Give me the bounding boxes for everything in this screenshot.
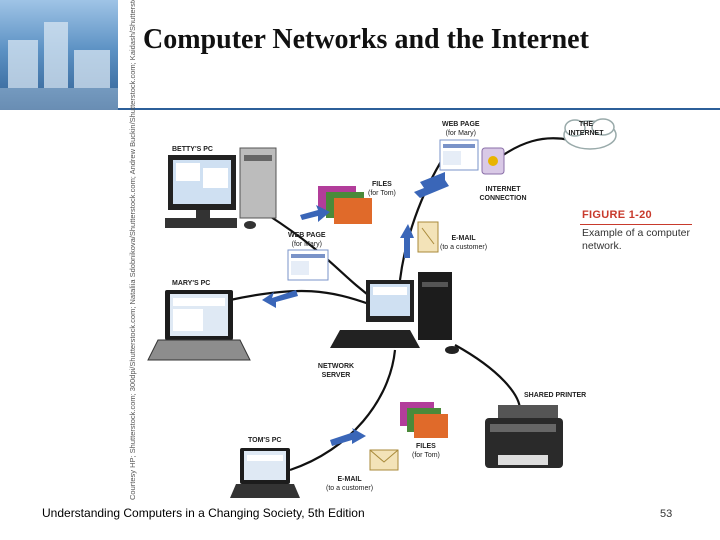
- arrow-icon: [300, 205, 330, 222]
- arrow-icon: [262, 290, 298, 308]
- header-photo: [0, 0, 118, 110]
- internet-cloud-icon: [563, 118, 617, 150]
- internet-connection-icon: [481, 147, 505, 175]
- slide-footer: Understanding Computers in a Changing So…: [42, 506, 365, 520]
- slide-title: Computer Networks and the Internet: [143, 24, 589, 55]
- figure-caption: Example of a computer network.: [582, 227, 690, 252]
- label-email-top: E-MAIL(to a customer): [440, 235, 488, 251]
- data-flow-arrows: [262, 172, 449, 446]
- label-network-server: NETWORK SERVER: [317, 363, 355, 379]
- files-folder-icon: [318, 186, 372, 224]
- network-server-icon: [330, 272, 459, 354]
- mary-laptop-icon: [147, 290, 251, 361]
- betty-pc-icon: [165, 147, 277, 229]
- figure-label: FIGURE 1-20: [582, 209, 652, 221]
- files-folder-icon: [400, 402, 448, 438]
- label-the-internet: THE INTERNET: [568, 121, 604, 137]
- label-files-bottom: FILES(for Tom): [412, 443, 440, 459]
- web-page-icon: [439, 139, 479, 171]
- figure-rule: [580, 224, 692, 225]
- label-web-page-mid: WEB PAGE(for Mary): [288, 232, 326, 248]
- email-envelope-icon: [369, 449, 399, 471]
- label-web-page-top: WEB PAGE(for Mary): [442, 121, 480, 137]
- label-internet-connection: INTERNET CONNECTION: [479, 186, 527, 202]
- arrow-icon: [400, 224, 414, 258]
- shared-printer-icon: [485, 405, 563, 468]
- label-files-top: FILES(for Tom): [368, 181, 396, 197]
- label-email-bottom: E-MAIL(to a customer): [326, 476, 374, 492]
- arrow-icon: [330, 428, 366, 446]
- label-toms-pc: TOM'S PC: [248, 437, 282, 444]
- email-envelope-icon: [417, 221, 439, 253]
- web-page-icon: [287, 249, 329, 281]
- label-betty-pc: BETTY'S PC: [172, 146, 213, 153]
- header-divider: [118, 108, 720, 110]
- page-number: 53: [660, 508, 673, 520]
- label-marys-pc: MARY'S PC: [172, 280, 211, 287]
- tom-netbook-icon: [230, 448, 300, 498]
- label-shared-printer: SHARED PRINTER: [524, 392, 587, 399]
- arrow-icon: [414, 172, 449, 198]
